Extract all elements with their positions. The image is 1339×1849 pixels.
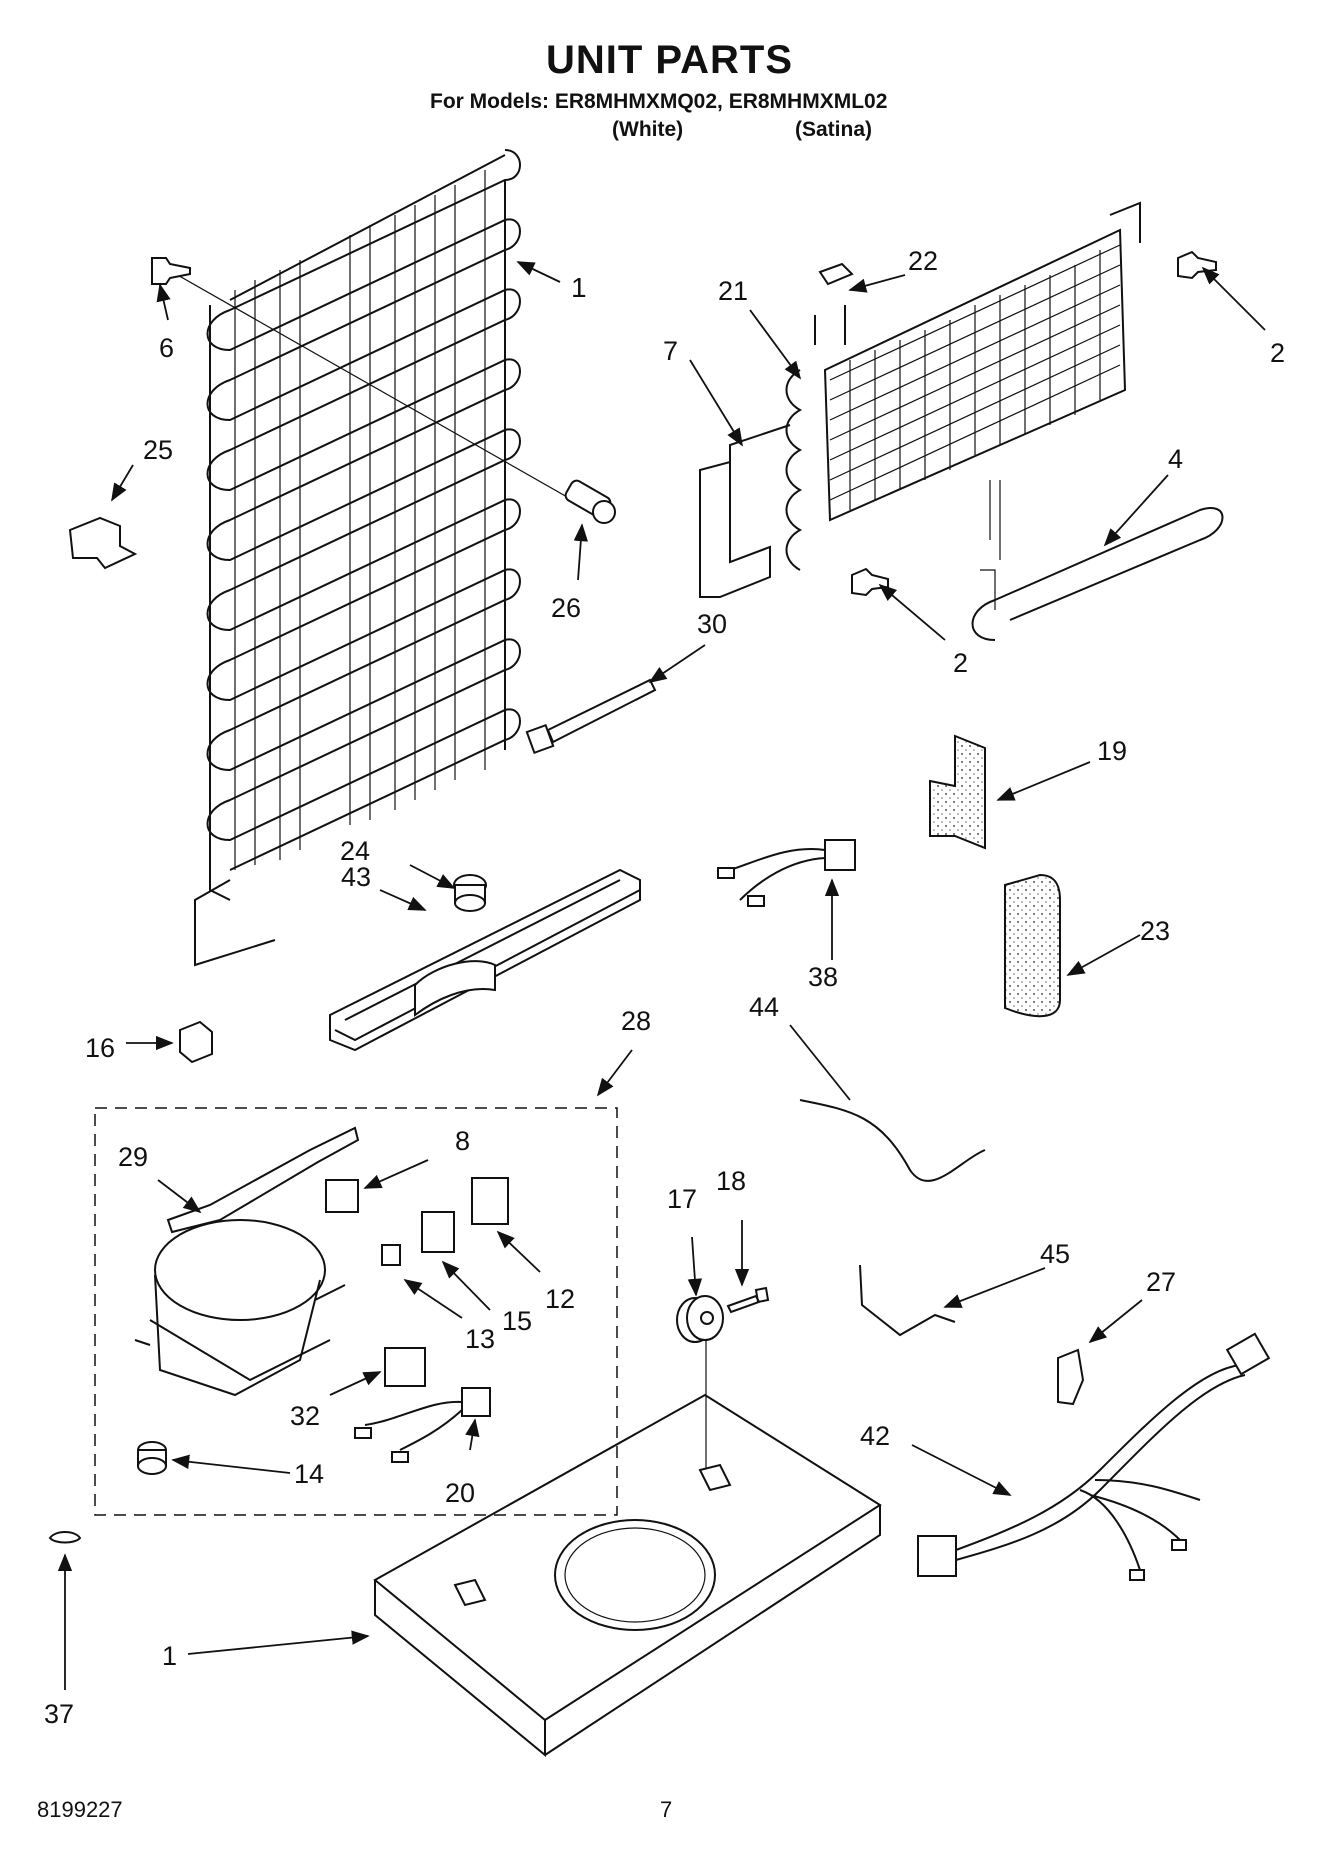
model-numbers: For Models: ER8MHMXMQ02, ER8MHMXML02 xyxy=(430,90,888,113)
grommet-14 xyxy=(137,1441,167,1475)
variant-satina: (Satina) xyxy=(795,118,873,141)
roller-17 xyxy=(676,1295,724,1343)
document-number: 8199227 xyxy=(37,1797,123,1822)
callout-4: 4 xyxy=(1168,444,1183,474)
drier-26 xyxy=(564,479,616,524)
callout-22: 20 xyxy=(445,1478,475,1508)
tube-44 xyxy=(799,1099,986,1182)
relay-8 xyxy=(325,1179,359,1213)
callout-14: 14 xyxy=(294,1459,324,1489)
screw-2-bottom xyxy=(851,567,889,597)
compressor-kit-box xyxy=(94,1107,618,1516)
screw-6 xyxy=(151,257,191,285)
callout-19: 19 xyxy=(1097,736,1127,766)
callout-8: 8 xyxy=(455,1126,470,1156)
harness-22 xyxy=(354,1387,491,1463)
clip-37 xyxy=(48,1531,82,1544)
callout-26: 26 xyxy=(551,593,581,623)
defrost-heater-4 xyxy=(971,507,1224,641)
callout-3: 1 xyxy=(571,272,587,303)
base-pan-1 xyxy=(373,1393,882,1758)
callout-2b: 2 xyxy=(953,648,968,678)
tube-45 xyxy=(859,1264,956,1337)
insulation-19 xyxy=(929,734,986,850)
callout-45: 45 xyxy=(1040,1239,1070,1269)
callout-18: 18 xyxy=(716,1166,746,1196)
terminal-13 xyxy=(381,1244,401,1266)
callout-32: 32 xyxy=(290,1401,320,1431)
condenser-coil xyxy=(159,149,591,967)
capacitor-32 xyxy=(384,1347,426,1387)
callout-24: 24 xyxy=(340,836,370,866)
wire-harness-42 xyxy=(917,1332,1271,1581)
callout-1: 1 xyxy=(162,1641,177,1671)
callout-21: 22 xyxy=(908,246,938,276)
callout-43: 43 xyxy=(341,862,371,892)
callout-23: 23 xyxy=(1140,916,1170,946)
callout-6: 6 xyxy=(159,333,174,363)
callout-42: 42 xyxy=(860,1421,890,1451)
callout-labels: 1 6 25 26 7 21 22 2 4 2 30 19 24 43 38 2… xyxy=(44,246,1285,1729)
screw-18 xyxy=(726,1286,770,1314)
callout-44: 44 xyxy=(749,992,779,1022)
clip-27 xyxy=(1057,1348,1085,1406)
drier-29 xyxy=(166,1126,360,1234)
callout-13: 13 xyxy=(465,1324,495,1354)
callout-28: 28 xyxy=(621,1006,651,1036)
callout-16: 16 xyxy=(85,1033,115,1063)
evaporator xyxy=(699,201,1141,598)
insulation-23 xyxy=(1004,873,1061,1018)
callout-17: 17 xyxy=(667,1184,697,1214)
callout-37: 37 xyxy=(44,1699,74,1729)
relay-15 xyxy=(421,1211,455,1253)
clip-16 xyxy=(179,1020,213,1064)
bracket-25 xyxy=(68,516,138,570)
grommet-24 xyxy=(453,874,487,912)
callout-7: 7 xyxy=(663,336,678,366)
callout-20: 21 xyxy=(718,276,748,306)
callout-38: 38 xyxy=(808,962,838,992)
page-number: 7 xyxy=(660,1797,673,1822)
callout-27: 27 xyxy=(1146,1267,1176,1297)
harness-38 xyxy=(717,839,856,907)
callout-15: 15 xyxy=(502,1306,532,1336)
leader-lines xyxy=(57,261,1266,1690)
cable-tie-30 xyxy=(525,678,657,755)
overload-12 xyxy=(471,1177,509,1225)
callout-29: 29 xyxy=(118,1142,148,1172)
compressor xyxy=(134,1219,346,1397)
callout-2a: 2 xyxy=(1270,338,1285,368)
variant-white: (White) xyxy=(612,118,684,141)
callout-30: 30 xyxy=(697,609,727,639)
drain-pan-43 xyxy=(329,868,641,1052)
callout-12: 12 xyxy=(545,1284,575,1314)
callout-25: 25 xyxy=(143,435,173,465)
page-title: UNIT PARTS xyxy=(545,38,794,82)
